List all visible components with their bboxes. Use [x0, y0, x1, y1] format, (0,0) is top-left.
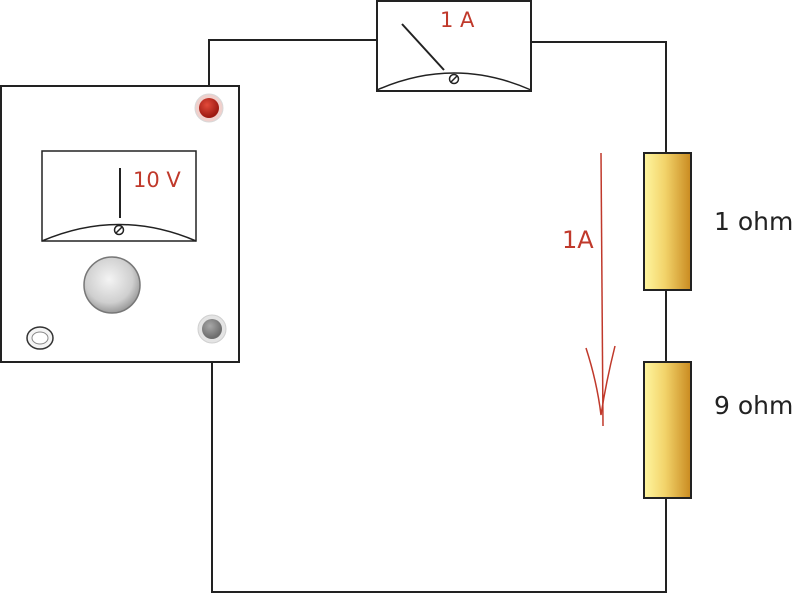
wire-bottom: [211, 330, 667, 593]
voltmeter: 10 V: [41, 150, 197, 242]
resistor-2: [643, 361, 692, 499]
adjust-knob[interactable]: [83, 256, 141, 314]
ammeter-scale-arc: [376, 72, 532, 91]
ammeter-reading: 1 A: [440, 8, 475, 32]
resistor-2-label: 9 ohm: [714, 391, 793, 420]
resistor-1-label: 1 ohm: [714, 207, 793, 236]
current-arrow: [585, 152, 616, 427]
resistor-1: [643, 152, 692, 291]
positive-terminal[interactable]: [194, 93, 224, 123]
power-supply: 10 V: [0, 85, 240, 363]
voltmeter-pivot-icon: [113, 224, 125, 236]
voltmeter-scale-arc: [41, 223, 197, 242]
ammeter-pivot-icon: [448, 73, 460, 85]
negative-terminal[interactable]: [197, 314, 227, 344]
wires: [208, 39, 667, 593]
voltmeter-reading: 10 V: [133, 168, 181, 192]
current-label: 1A: [562, 226, 594, 254]
wire-top-right: [531, 41, 667, 66]
power-switch[interactable]: [26, 326, 54, 350]
wire-top-left: [208, 39, 377, 107]
ammeter-needle: [401, 23, 445, 71]
ammeter: 1 A: [376, 0, 532, 92]
